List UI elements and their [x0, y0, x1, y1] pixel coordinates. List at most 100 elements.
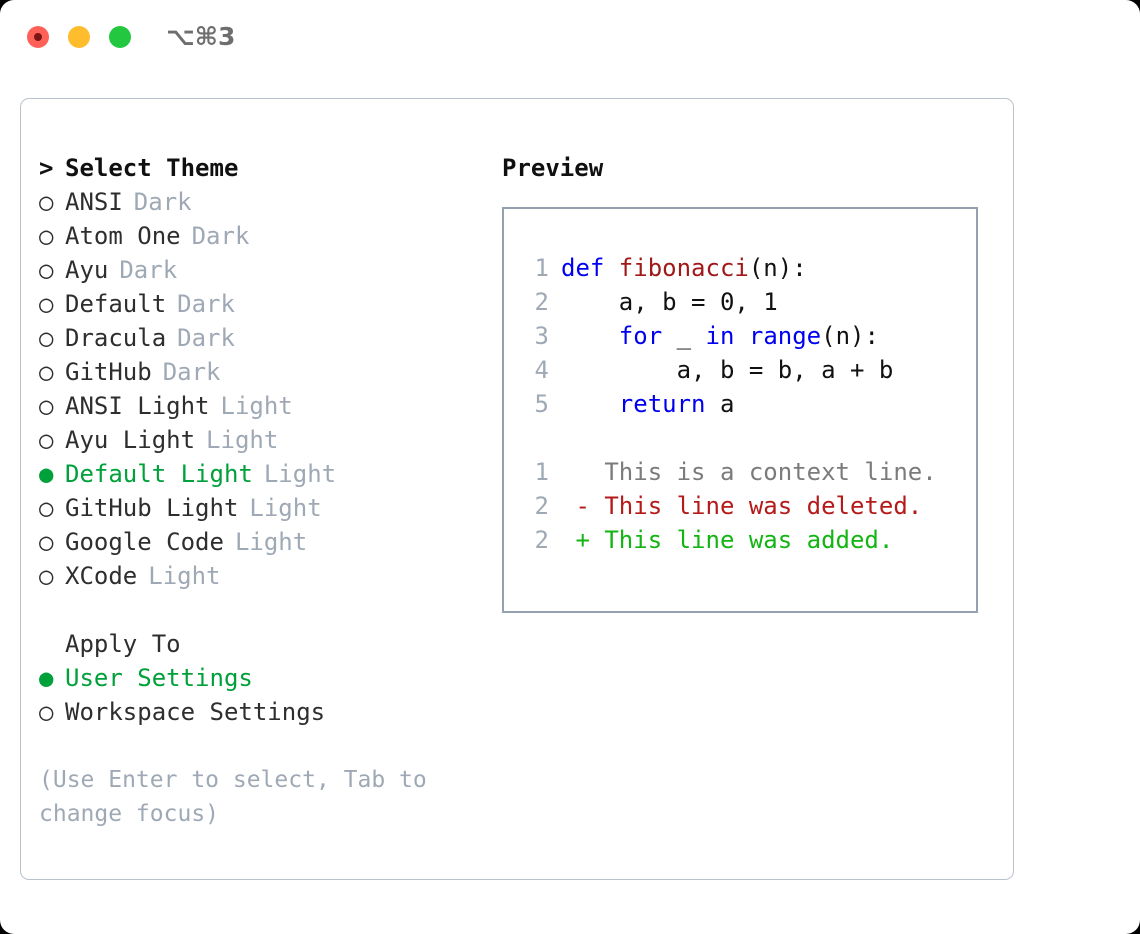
maximize-button-icon[interactable] — [109, 26, 131, 48]
caret-icon: > — [39, 154, 54, 182]
token-plain: (n): — [748, 254, 807, 282]
apply-to-header: Apply To — [39, 627, 479, 661]
token-plain — [561, 390, 619, 418]
theme-item[interactable]: ○ GitHub Dark — [39, 355, 479, 389]
code-line: 2 a, b = 0, 1 — [521, 285, 937, 319]
radio-unselected-icon[interactable]: ○ — [39, 426, 54, 454]
theme-tag: Light — [263, 460, 337, 488]
window-controls — [27, 26, 131, 48]
line-number: 2 — [534, 526, 549, 554]
code-diff-spacer — [521, 421, 937, 455]
theme-item[interactable]: ○ Ayu Dark — [39, 253, 479, 287]
theme-item[interactable]: ○ GitHub Light Light — [39, 491, 479, 525]
token-plain: a, b = 0, 1 — [561, 288, 778, 316]
code-line: 4 a, b = b, a + b — [521, 353, 937, 387]
theme-label: Default Light — [65, 460, 253, 488]
code-text: for _ in range(n): — [561, 319, 879, 353]
theme-item[interactable]: ● Default Light Light — [39, 457, 479, 491]
theme-label: Ayu Light — [65, 426, 196, 454]
token-del: - This line was deleted. — [561, 492, 923, 520]
line-number: 1 — [534, 254, 549, 282]
select-theme-header: > Select Theme — [39, 151, 479, 185]
title-bar: ⌥⌘3 — [0, 0, 1140, 78]
theme-label: ANSI Light — [65, 392, 210, 420]
theme-tag: Light — [206, 426, 279, 454]
line-number: 1 — [534, 458, 549, 486]
radio-unselected-icon[interactable]: ○ — [39, 290, 54, 318]
token-plain: a, b = b, a + b — [561, 356, 894, 384]
line-number: 2 — [534, 288, 549, 316]
theme-tag: Light — [234, 528, 308, 556]
radio-selected-icon[interactable]: ● — [39, 460, 54, 488]
radio-unselected-icon[interactable]: ○ — [39, 392, 54, 420]
preview-title: Preview — [502, 154, 604, 182]
diff-text: + This line was added. — [561, 523, 893, 557]
token-plain: a — [705, 390, 735, 418]
line-number: 2 — [534, 492, 549, 520]
theme-tag: Dark — [119, 256, 178, 284]
apply-to-list: ● User Settings ○Workspace Settings — [39, 661, 479, 729]
theme-label: Google Code — [65, 528, 224, 556]
radio-unselected-icon[interactable]: ○ — [39, 188, 54, 216]
token-kw: return — [618, 390, 706, 418]
theme-tag: Light — [148, 562, 221, 590]
theme-label: GitHub Light — [65, 494, 239, 522]
token-kw: def — [561, 254, 619, 282]
apply-to-label: User Settings — [65, 664, 253, 692]
minimize-button-icon[interactable] — [68, 26, 90, 48]
token-add: + This line was added. — [561, 526, 894, 554]
theme-tag: Dark — [162, 358, 221, 386]
theme-item[interactable]: ○ Google Code Light — [39, 525, 479, 559]
theme-label: GitHub — [65, 358, 152, 386]
apply-to-item[interactable]: ● User Settings — [39, 661, 479, 695]
apply-to-item[interactable]: ○Workspace Settings — [39, 695, 479, 729]
radio-unselected-icon[interactable]: ○ — [39, 562, 54, 590]
theme-item[interactable]: ○ Default Dark — [39, 287, 479, 321]
diff-line: 2 - This line was deleted. — [521, 489, 937, 523]
apply-to-title: Apply To — [65, 630, 181, 658]
keyboard-hint: (Use Enter to select, Tab to change focu… — [39, 767, 427, 827]
close-button-icon[interactable] — [27, 26, 49, 48]
radio-unselected-icon[interactable]: ○ — [39, 528, 54, 556]
radio-unselected-icon[interactable]: ○ — [39, 256, 54, 284]
theme-tag: Dark — [191, 222, 250, 250]
radio-unselected-icon[interactable]: ○ — [39, 358, 54, 386]
theme-tag: Dark — [177, 290, 235, 318]
token-plain — [561, 322, 619, 350]
radio-unselected-icon[interactable]: ○ — [39, 494, 54, 522]
diff-sample: 1 This is a context line.2 - This line w… — [521, 455, 937, 557]
token-plain — [734, 322, 748, 350]
diff-text: This is a context line. — [561, 455, 937, 489]
token-ctx: This is a context line. — [561, 458, 937, 486]
line-number: 5 — [534, 390, 549, 418]
code-text: return a — [561, 387, 735, 421]
theme-item[interactable]: ○ Ayu Light Light — [39, 423, 479, 457]
diff-text: - This line was deleted. — [561, 489, 922, 523]
theme-tag: Light — [249, 494, 322, 522]
theme-label: Ayu — [65, 256, 109, 284]
section-spacer — [39, 593, 479, 627]
diff-line: 1 This is a context line. — [521, 455, 937, 489]
radio-selected-icon[interactable]: ● — [39, 664, 54, 692]
radio-unselected-icon[interactable]: ○ — [39, 698, 54, 726]
radio-unselected-icon[interactable]: ○ — [39, 222, 54, 250]
code-text: a, b = b, a + b — [561, 353, 894, 387]
diff-line: 2 + This line was added. — [521, 523, 937, 557]
token-kw: in — [705, 322, 735, 350]
theme-tag: Dark — [133, 188, 192, 216]
theme-label: Default — [65, 290, 167, 318]
radio-unselected-icon[interactable]: ○ — [39, 324, 54, 352]
token-plain: _ — [662, 322, 706, 350]
